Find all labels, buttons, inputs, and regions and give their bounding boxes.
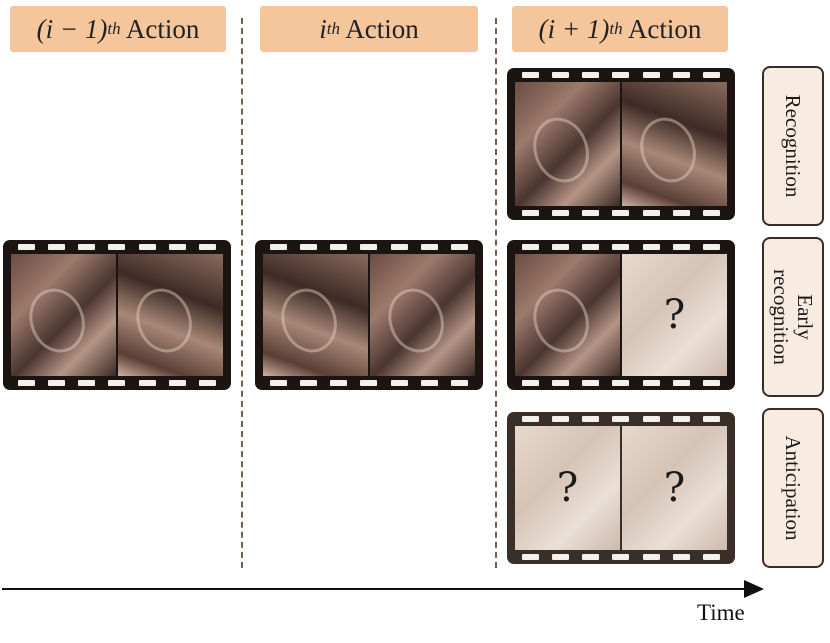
header-curr-prefix: i bbox=[319, 13, 327, 44]
label-anticipation: Anticipation bbox=[762, 408, 824, 568]
header-prev-sup: th bbox=[107, 19, 121, 38]
header-curr-sup: th bbox=[326, 19, 340, 38]
label-early-line1: Early bbox=[793, 294, 817, 340]
header-prev-suffix: Action bbox=[120, 13, 200, 44]
unknown-mark: ? bbox=[663, 292, 686, 338]
unknown-mark: ? bbox=[663, 465, 686, 511]
video-frame-unseen: ? bbox=[515, 426, 620, 550]
film-strip-recognition bbox=[507, 68, 735, 220]
time-axis-line bbox=[2, 588, 747, 590]
label-early-recognition-text: Early recognition bbox=[769, 269, 817, 365]
film-strip-prev-action bbox=[3, 240, 231, 390]
video-frame bbox=[370, 254, 475, 376]
video-frame bbox=[515, 82, 620, 206]
video-frame bbox=[263, 254, 368, 376]
time-axis-label: Time bbox=[697, 600, 745, 625]
header-prev-prefix: (i − 1) bbox=[36, 13, 108, 44]
label-recognition-text: Recognition bbox=[781, 94, 805, 198]
video-frame bbox=[11, 254, 116, 376]
header-next-action: (i + 1)th Action bbox=[512, 6, 728, 52]
video-frame bbox=[515, 254, 620, 376]
label-recognition: Recognition bbox=[762, 66, 824, 226]
header-curr-suffix: Action bbox=[340, 13, 419, 44]
divider-2 bbox=[495, 18, 497, 568]
header-next-suffix: Action bbox=[622, 13, 702, 44]
video-frame bbox=[118, 254, 223, 376]
film-strip-curr-action bbox=[255, 240, 483, 390]
film-strip-anticipation: ? ? bbox=[507, 412, 735, 564]
header-next-prefix: (i + 1) bbox=[538, 13, 610, 44]
header-next-sup: th bbox=[609, 19, 623, 38]
time-axis-arrowhead bbox=[744, 580, 764, 598]
header-prev-action: (i − 1)th Action bbox=[10, 6, 226, 52]
video-frame-unseen: ? bbox=[622, 426, 727, 550]
unknown-mark: ? bbox=[556, 465, 579, 511]
label-anticipation-text: Anticipation bbox=[781, 435, 805, 541]
divider-1 bbox=[241, 18, 243, 568]
video-frame bbox=[622, 82, 727, 206]
film-strip-early-recognition: ? bbox=[507, 240, 735, 390]
label-early-recognition: Early recognition bbox=[762, 237, 824, 397]
video-frame-unseen: ? bbox=[622, 254, 727, 376]
label-early-line2: recognition bbox=[769, 269, 793, 365]
